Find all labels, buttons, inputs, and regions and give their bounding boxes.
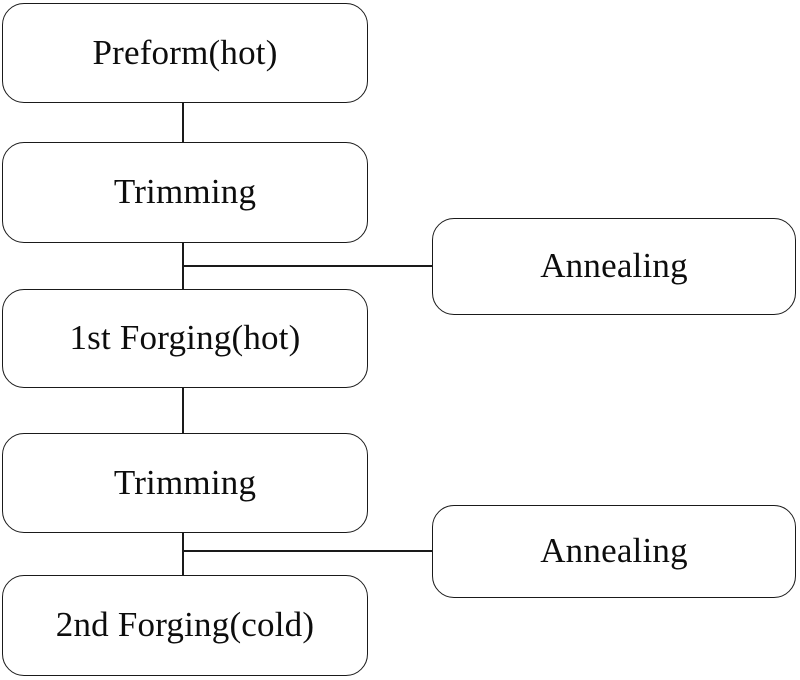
connector-forging-1-to-trimming-2 bbox=[182, 387, 184, 434]
connector-trimming-1-to-forging-1 bbox=[182, 242, 184, 291]
connector-preform-to-trimming-1 bbox=[182, 102, 184, 144]
connector-trimming-1-to-annealing-1 bbox=[183, 265, 433, 267]
connector-trimming-2-to-forging-2 bbox=[182, 532, 184, 576]
node-second-forging-label: 2nd Forging(cold) bbox=[55, 605, 315, 645]
node-annealing-1[interactable]: Annealing bbox=[432, 218, 796, 315]
node-second-forging[interactable]: 2nd Forging(cold) bbox=[2, 575, 368, 676]
node-preform-label: Preform(hot) bbox=[92, 32, 278, 72]
node-annealing-2[interactable]: Annealing bbox=[432, 505, 796, 598]
node-first-forging-label: 1st Forging(hot) bbox=[69, 318, 301, 358]
node-annealing-1-label: Annealing bbox=[540, 246, 688, 286]
node-preform[interactable]: Preform(hot) bbox=[2, 3, 368, 103]
node-annealing-2-label: Annealing bbox=[540, 531, 688, 571]
node-first-forging[interactable]: 1st Forging(hot) bbox=[2, 289, 368, 388]
node-trimming-1-label: Trimming bbox=[113, 172, 257, 212]
node-trimming-2-label: Trimming bbox=[113, 462, 257, 502]
node-trimming-1[interactable]: Trimming bbox=[2, 142, 368, 243]
node-trimming-2[interactable]: Trimming bbox=[2, 433, 368, 533]
connector-trimming-2-to-annealing-2 bbox=[183, 550, 433, 552]
